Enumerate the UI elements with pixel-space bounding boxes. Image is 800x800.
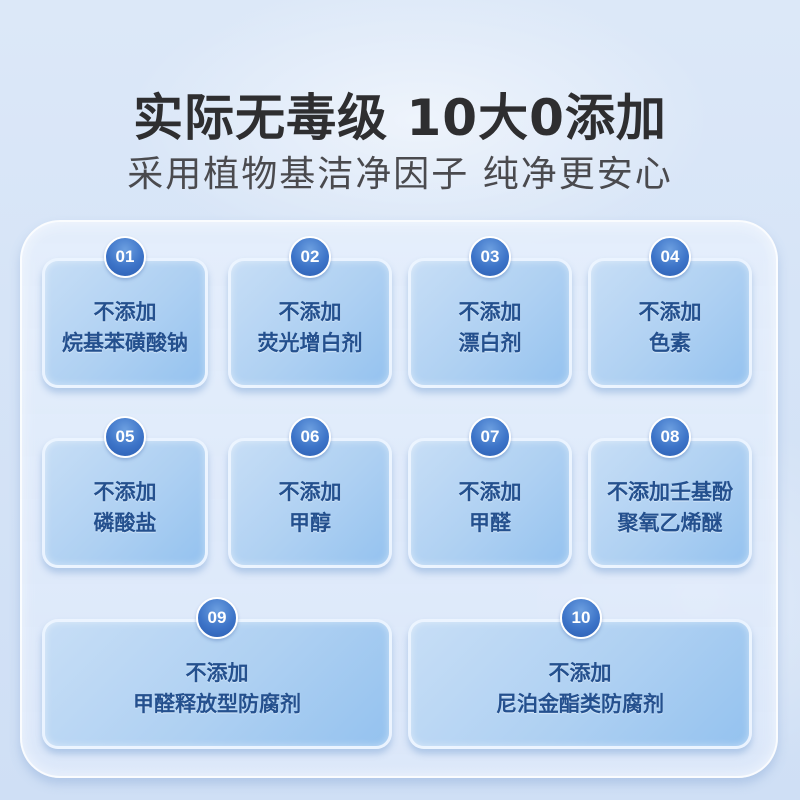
feature-ingredient: 甲醛释放型防腐剂 <box>133 691 301 716</box>
feature-label: 不添加 <box>278 479 342 504</box>
feature-ingredient: 尼泊金酯类防腐剂 <box>496 691 664 716</box>
number-badge-05: 05 <box>104 416 146 458</box>
feature-ingredient: 磷酸盐 <box>93 510 157 535</box>
feature-card-02: 不添加 荧光增白剂 <box>228 258 392 388</box>
feature-card-06: 不添加 甲醇 <box>228 438 392 568</box>
feature-label: 不添加 <box>548 660 612 685</box>
feature-card-03: 不添加 漂白剂 <box>408 258 572 388</box>
feature-label: 不添加 <box>93 479 157 504</box>
number-badge-06: 06 <box>289 416 331 458</box>
number-badge-10: 10 <box>560 597 602 639</box>
page-subtitle: 采用植物基洁净因子 纯净更安心 <box>127 154 673 195</box>
feature-card-10: 不添加 尼泊金酯类防腐剂 <box>408 619 752 749</box>
feature-ingredient: 漂白剂 <box>458 330 522 355</box>
page-title: 实际无毒级 10大0添加 <box>133 89 667 147</box>
number-badge-09: 09 <box>196 597 238 639</box>
feature-ingredient: 荧光增白剂 <box>257 330 363 355</box>
feature-card-08: 不添加壬基酚 聚氧乙烯醚 <box>588 438 752 568</box>
feature-label: 不添加 <box>278 299 342 324</box>
feature-label: 不添加 <box>93 299 157 324</box>
feature-label: 不添加 <box>458 479 522 504</box>
number-badge-03: 03 <box>469 236 511 278</box>
number-badge-04: 04 <box>649 236 691 278</box>
feature-ingredient: 烷基苯磺酸钠 <box>62 330 188 355</box>
feature-ingredient: 甲醇 <box>289 510 331 535</box>
feature-card-05: 不添加 磷酸盐 <box>42 438 208 568</box>
feature-label: 不添加 <box>185 660 249 685</box>
feature-label: 不添加 <box>458 299 522 324</box>
number-badge-08: 08 <box>649 416 691 458</box>
feature-ingredient: 甲醛 <box>469 510 511 535</box>
feature-label: 不添加壬基酚 <box>607 479 733 504</box>
feature-card-04: 不添加 色素 <box>588 258 752 388</box>
feature-card-09: 不添加 甲醛释放型防腐剂 <box>42 619 392 749</box>
feature-card-01: 不添加 烷基苯磺酸钠 <box>42 258 208 388</box>
number-badge-01: 01 <box>104 236 146 278</box>
number-badge-07: 07 <box>469 416 511 458</box>
feature-ingredient: 色素 <box>649 330 691 355</box>
feature-label: 不添加 <box>638 299 702 324</box>
feature-ingredient: 聚氧乙烯醚 <box>617 510 723 535</box>
number-badge-02: 02 <box>289 236 331 278</box>
